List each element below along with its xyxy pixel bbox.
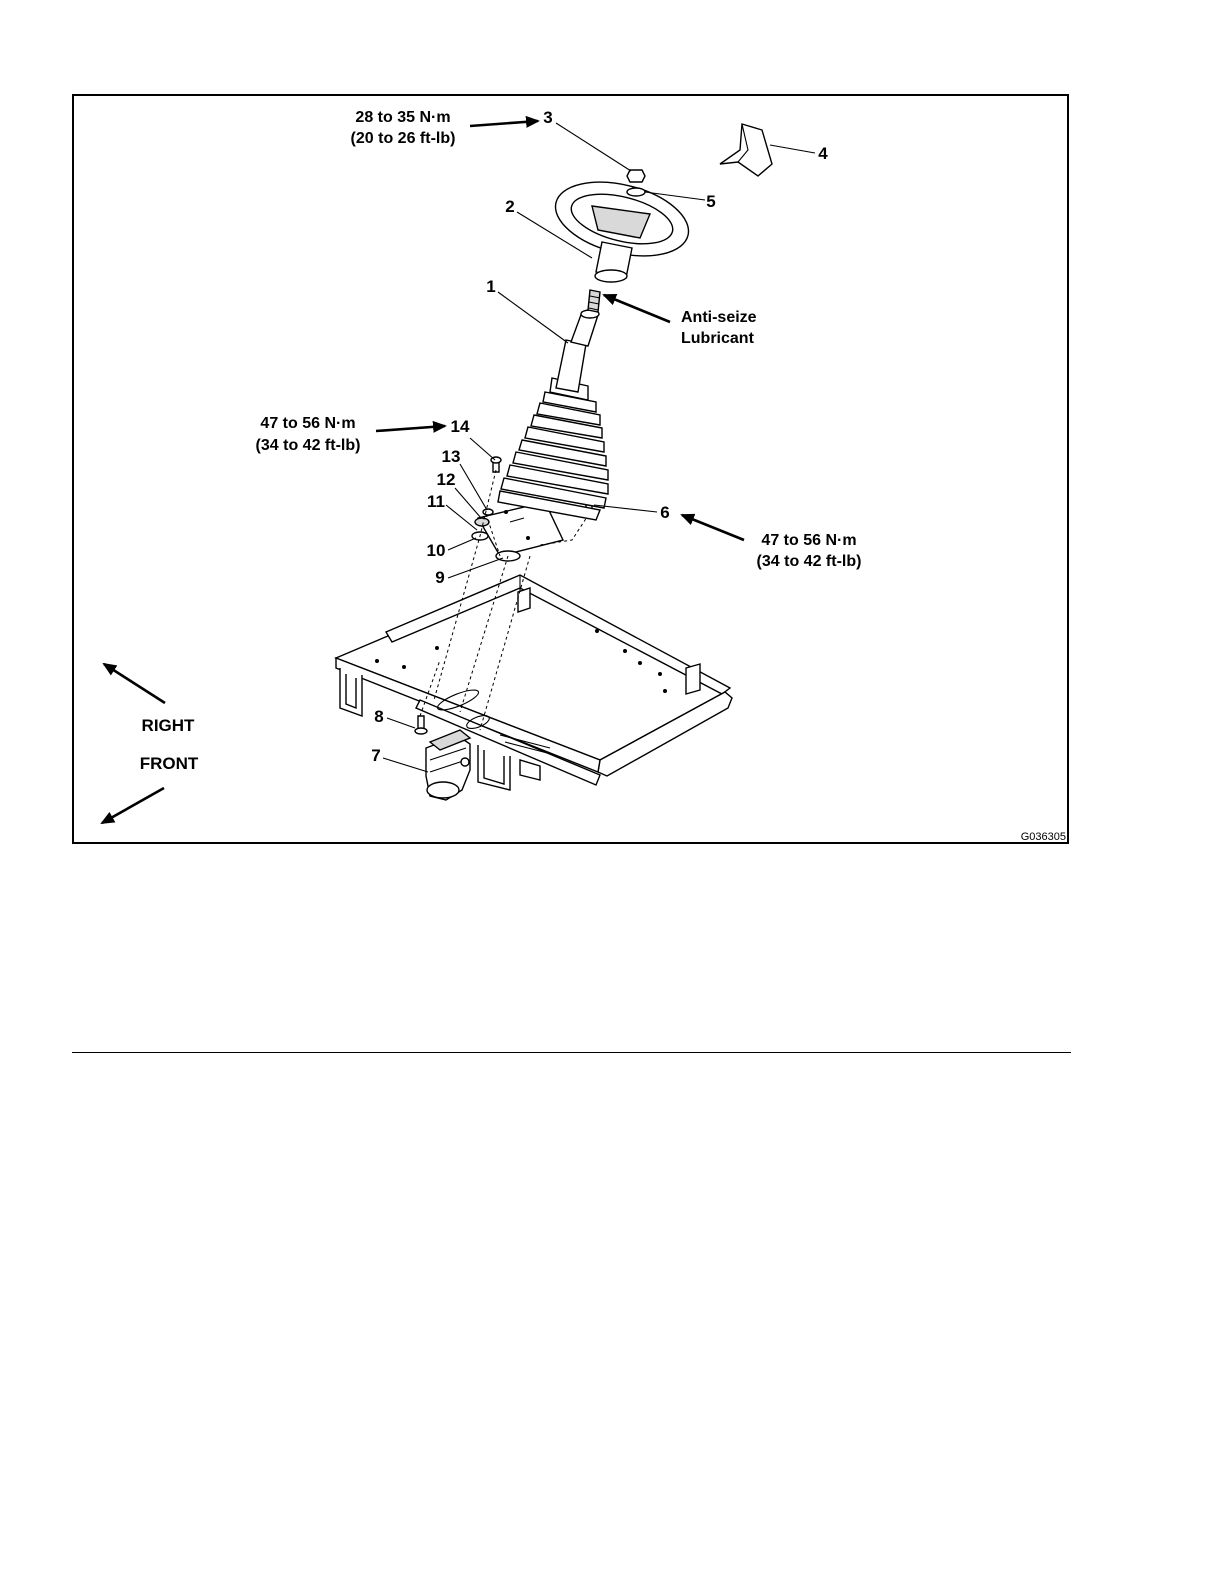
front-direction-label: FRONT: [140, 754, 199, 773]
callout-8: 8: [374, 707, 383, 726]
callout-2: 2: [505, 197, 514, 216]
callout-3: 3: [543, 108, 552, 127]
right-direction-label: RIGHT: [142, 716, 196, 735]
torque-right-line2: (34 to 42 ft-lb): [757, 553, 862, 570]
callout-13: 13: [442, 447, 461, 466]
steering-wheel-nut: [627, 170, 645, 182]
callout-9: 9: [435, 568, 444, 587]
torque-right-line1: 47 to 56 N·m: [761, 532, 856, 549]
callout-14: 14: [451, 417, 470, 436]
callout-12: 12: [437, 470, 456, 489]
torque-top-line2: (20 to 26 ft-lb): [351, 130, 456, 147]
lubricant-note-line1: Anti-seize: [681, 309, 757, 326]
figure-id: G036305: [1021, 831, 1066, 843]
callout-7: 7: [371, 746, 380, 765]
torque-left-line2: (34 to 42 ft-lb): [256, 437, 361, 454]
torque-top-line1: 28 to 35 N·m: [355, 109, 450, 126]
callout-4: 4: [818, 144, 828, 163]
callout-1: 1: [486, 277, 495, 296]
section-divider: [72, 1052, 1071, 1053]
callout-11: 11: [427, 492, 445, 511]
torque-left-line1: 47 to 56 N·m: [260, 415, 355, 432]
callout-10: 10: [427, 541, 446, 560]
washer: [627, 188, 645, 196]
callout-6: 6: [660, 503, 669, 522]
callout-5: 5: [706, 192, 715, 211]
lubricant-note-line2: Lubricant: [681, 330, 755, 347]
